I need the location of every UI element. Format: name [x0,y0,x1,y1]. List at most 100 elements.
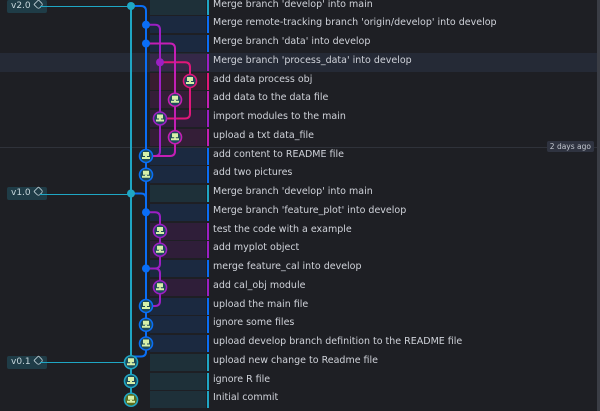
commit-lane-band [150,147,206,165]
commit-row[interactable]: Merge branch 'develop' into main v2.0 [0,0,600,16]
commit-row[interactable]: ignore some files [0,315,600,334]
commit-message: add content to README file [213,148,344,160]
commit-avatar-icon[interactable] [167,129,183,145]
commit-color-bar [207,391,209,409]
tag-badge[interactable]: v0.1 [7,355,47,369]
commit-message: add cal_obj module [213,279,306,291]
commit-message: upload the main file [213,298,309,310]
scrollbar[interactable] [597,0,600,411]
commit-color-bar [207,222,209,240]
tag-badge[interactable]: v2.0 [7,0,47,13]
commit-color-bar [207,241,209,259]
merge-dot[interactable] [142,208,150,217]
merge-dot[interactable] [142,264,150,273]
commit-color-bar [207,0,209,15]
commit-row[interactable]: Merge branch 'develop' into main v1.0 [0,184,600,203]
commit-message: ignore some files [213,317,295,329]
commit-message: Merge branch 'develop' into main [213,186,373,197]
commit-message: upload new change to Readme file [213,354,379,366]
graph-edge [160,61,191,120]
commit-avatar-icon[interactable] [182,73,198,89]
commit-lane-band [150,203,206,221]
commit-row[interactable]: add two pictures [0,165,600,184]
tag-connector [40,362,131,364]
commit-avatar-icon[interactable] [167,92,183,108]
commit-row[interactable]: Merge branch 'data' into develop [0,34,600,53]
commit-lane-band [150,372,206,390]
commit-message: add data process obj [213,73,313,85]
date-separator-label: 2 days ago [546,141,594,152]
commit-avatar-icon[interactable] [138,336,154,351]
commit-color-bar [207,185,209,202]
merge-dot[interactable] [142,39,150,48]
commit-lane-band [150,353,206,371]
commit-avatar-icon[interactable] [123,354,139,370]
commit-message: add two pictures [213,167,293,179]
commit-avatar-icon[interactable] [123,373,139,389]
commit-message: add myplot object [213,242,300,254]
commit-avatar-icon[interactable] [138,148,154,164]
commit-message: upload develop branch definition to the … [213,336,463,347]
commit-avatar-icon[interactable] [138,298,154,314]
commit-lane-band [150,391,206,409]
tag-label: v1.0 [11,188,31,198]
commit-row[interactable]: Merge branch 'feature_plot' into develop [0,203,600,222]
commit-message: test the code with a example [213,223,352,235]
commit-message: import modules to the main [213,111,346,122]
commit-color-bar [207,35,209,52]
commit-lane-band [150,260,206,277]
commit-message: Merge remote-tracking branch 'origin/dev… [213,17,497,29]
commit-lane-band [150,185,206,202]
tag-connector [40,193,131,195]
commit-color-bar [207,147,209,165]
commit-row[interactable]: add content to README file [0,147,600,166]
commit-lane-band [150,335,206,352]
commit-color-bar [207,128,209,146]
commit-lane-band [150,316,206,334]
commit-row[interactable]: ignore R file [0,372,600,391]
commit-avatar-icon[interactable] [152,279,168,295]
commit-color-bar [207,260,209,277]
merge-dot[interactable] [156,58,164,67]
commit-row[interactable]: merge feature_cal into develop [0,259,600,278]
commit-color-bar [207,166,209,184]
commit-message: Initial commit [213,392,279,404]
commit-avatar-icon[interactable] [152,223,168,239]
commit-color-bar [207,91,209,109]
commit-avatar-icon[interactable] [152,242,168,258]
commit-lane-band [150,16,206,34]
commit-lane-band [150,0,206,15]
merge-dot[interactable] [127,189,135,198]
commit-message: Merge branch 'process_data' into develop [213,54,412,66]
commit-row[interactable]: Initial commit [0,390,600,409]
commit-lane-band [150,35,206,52]
commit-avatar-icon[interactable] [152,111,168,126]
tag-badge[interactable]: v1.0 [7,186,47,200]
commit-lane-band [150,297,206,315]
commit-row[interactable]: upload new change to Readme file v0.1 [0,353,600,372]
tag-label: v0.1 [11,356,31,367]
commit-message: add data to the data file [213,92,329,104]
commit-color-bar [207,335,209,352]
commit-color-bar [207,72,209,90]
commit-row[interactable]: upload the main file [0,297,600,316]
commit-color-bar [207,16,209,34]
commit-color-bar [207,203,209,221]
tag-label: v2.0 [11,0,31,11]
date-separator [0,147,600,148]
commit-message: upload a txt data_file [213,129,314,141]
graph-edge [131,192,147,199]
commit-color-bar [207,316,209,334]
graph-edge [146,211,161,270]
merge-dot[interactable] [127,2,135,10]
commit-avatar-icon[interactable] [123,392,139,408]
commit-avatar-icon[interactable] [138,317,154,333]
commit-message: merge feature_cal into develop [213,261,362,272]
commit-row[interactable]: upload develop branch definition to the … [0,334,600,353]
commit-message: Merge branch 'develop' into main [213,0,373,10]
commit-row[interactable]: Merge remote-tracking branch 'origin/dev… [0,15,600,34]
commit-avatar-icon[interactable] [138,167,154,183]
commit-color-bar [207,278,209,296]
merge-dot[interactable] [142,20,150,29]
commit-lane-band [150,166,206,184]
